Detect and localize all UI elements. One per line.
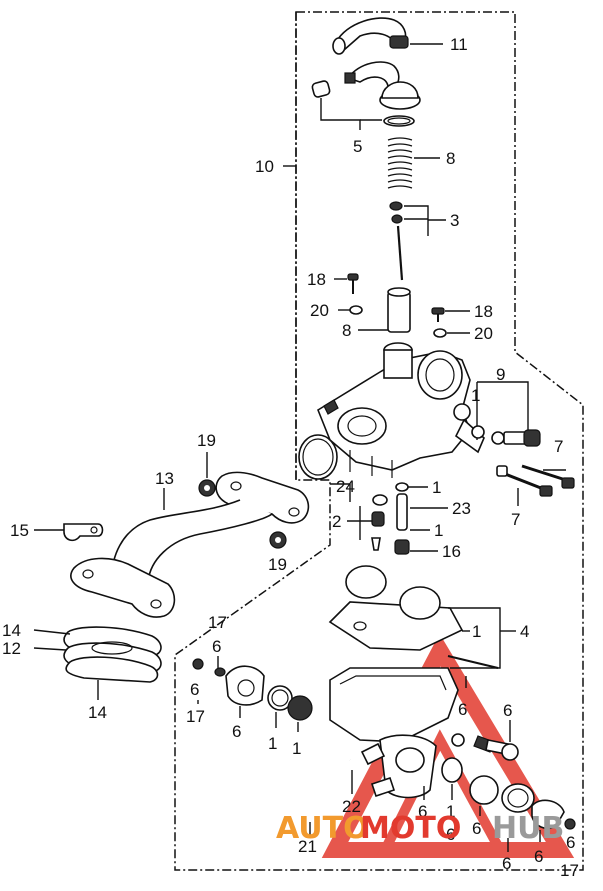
label-8a: 8	[446, 149, 455, 168]
label-12: 12	[2, 639, 21, 658]
label-6f: 6	[418, 802, 427, 821]
screw-18-left	[347, 273, 363, 315]
label-8b: 8	[342, 321, 351, 340]
label-6e: 6	[503, 701, 512, 720]
drain-screw-6	[192, 658, 226, 677]
watermark-hub: HUB	[492, 811, 564, 846]
leader-3	[404, 205, 429, 236]
leader-12	[33, 647, 67, 651]
float-chamber	[329, 667, 495, 799]
clamp-15	[63, 523, 104, 542]
label-17c: 17	[560, 861, 579, 880]
label-1d: 1	[472, 622, 481, 641]
label-16: 16	[442, 542, 461, 561]
label-6a: 6	[212, 637, 221, 656]
label-1f: 1	[292, 739, 301, 758]
main-jet-set	[371, 482, 410, 555]
label-6j: 6	[534, 847, 543, 866]
label-23: 23	[452, 499, 471, 518]
leader-14a	[33, 629, 71, 635]
label-14a: 14	[2, 621, 21, 640]
pilot-screw-set-7	[471, 425, 575, 497]
jet-needle-3	[389, 201, 404, 281]
label-4: 4	[520, 622, 529, 641]
label-19a: 19	[197, 431, 216, 450]
throttle-slide-8	[387, 287, 411, 333]
label-19b: 19	[268, 555, 287, 574]
label-13: 13	[155, 469, 174, 488]
label-18a: 18	[307, 270, 326, 289]
insulator-gaskets-12-14	[63, 626, 162, 683]
top-cap-assembly	[311, 61, 421, 127]
nut-19b	[269, 531, 287, 549]
screw-18-right	[431, 307, 447, 338]
label-6c: 6	[232, 722, 241, 741]
watermark-auto: AUTO	[276, 811, 369, 846]
carburetor-body	[317, 342, 485, 478]
leader-24	[330, 483, 351, 502]
o-ring	[298, 434, 338, 480]
label-5: 5	[353, 137, 362, 156]
label-20a: 20	[310, 301, 329, 320]
label-21: 21	[298, 837, 317, 856]
label-22: 22	[342, 797, 361, 816]
float-pin	[447, 655, 499, 669]
watermark-moto: MOTO	[360, 811, 461, 846]
bracket-9	[477, 381, 529, 432]
label-15: 15	[10, 521, 29, 540]
label-3: 3	[450, 211, 459, 230]
label-2: 2	[332, 512, 341, 531]
label-6k: 6	[566, 833, 575, 852]
bracket-4	[448, 607, 501, 669]
label-6i: 6	[502, 854, 511, 873]
label-14b: 14	[88, 703, 107, 722]
label-1g: 1	[446, 802, 455, 821]
label-6b: 6	[190, 680, 199, 699]
diaphragm-cover-set	[441, 757, 576, 830]
label-17a: 17	[208, 613, 227, 632]
air-screw-6	[451, 733, 519, 761]
assembly-frame	[174, 11, 584, 871]
leader-5	[320, 98, 361, 130]
label-7b: 7	[511, 510, 520, 529]
label-10: 10	[255, 157, 274, 176]
throttle-spring-8	[387, 137, 413, 189]
label-20b: 20	[474, 324, 493, 343]
nut-19a	[198, 479, 216, 497]
label-7a: 7	[554, 437, 563, 456]
label-1e: 1	[268, 734, 277, 753]
watermark-text: AUTO MOTO HUB	[276, 811, 564, 846]
accelerator-cover-set	[225, 665, 313, 721]
label-9: 9	[496, 365, 505, 384]
o-ring-inner	[302, 438, 334, 476]
label-6d: 6	[458, 700, 467, 719]
intake-manifold-13	[70, 471, 310, 618]
vent-tube-11	[332, 17, 409, 55]
label-1a: 1	[471, 386, 480, 405]
label-1c: 1	[434, 521, 443, 540]
label-6g: 6	[446, 825, 455, 844]
label-6h: 6	[472, 819, 481, 838]
label-17b: 17	[186, 707, 205, 726]
float-assembly-4	[328, 565, 464, 651]
label-18b: 18	[474, 302, 493, 321]
label-1b: 1	[432, 478, 441, 497]
label-11: 11	[450, 35, 468, 54]
label-24: 24	[336, 477, 355, 496]
